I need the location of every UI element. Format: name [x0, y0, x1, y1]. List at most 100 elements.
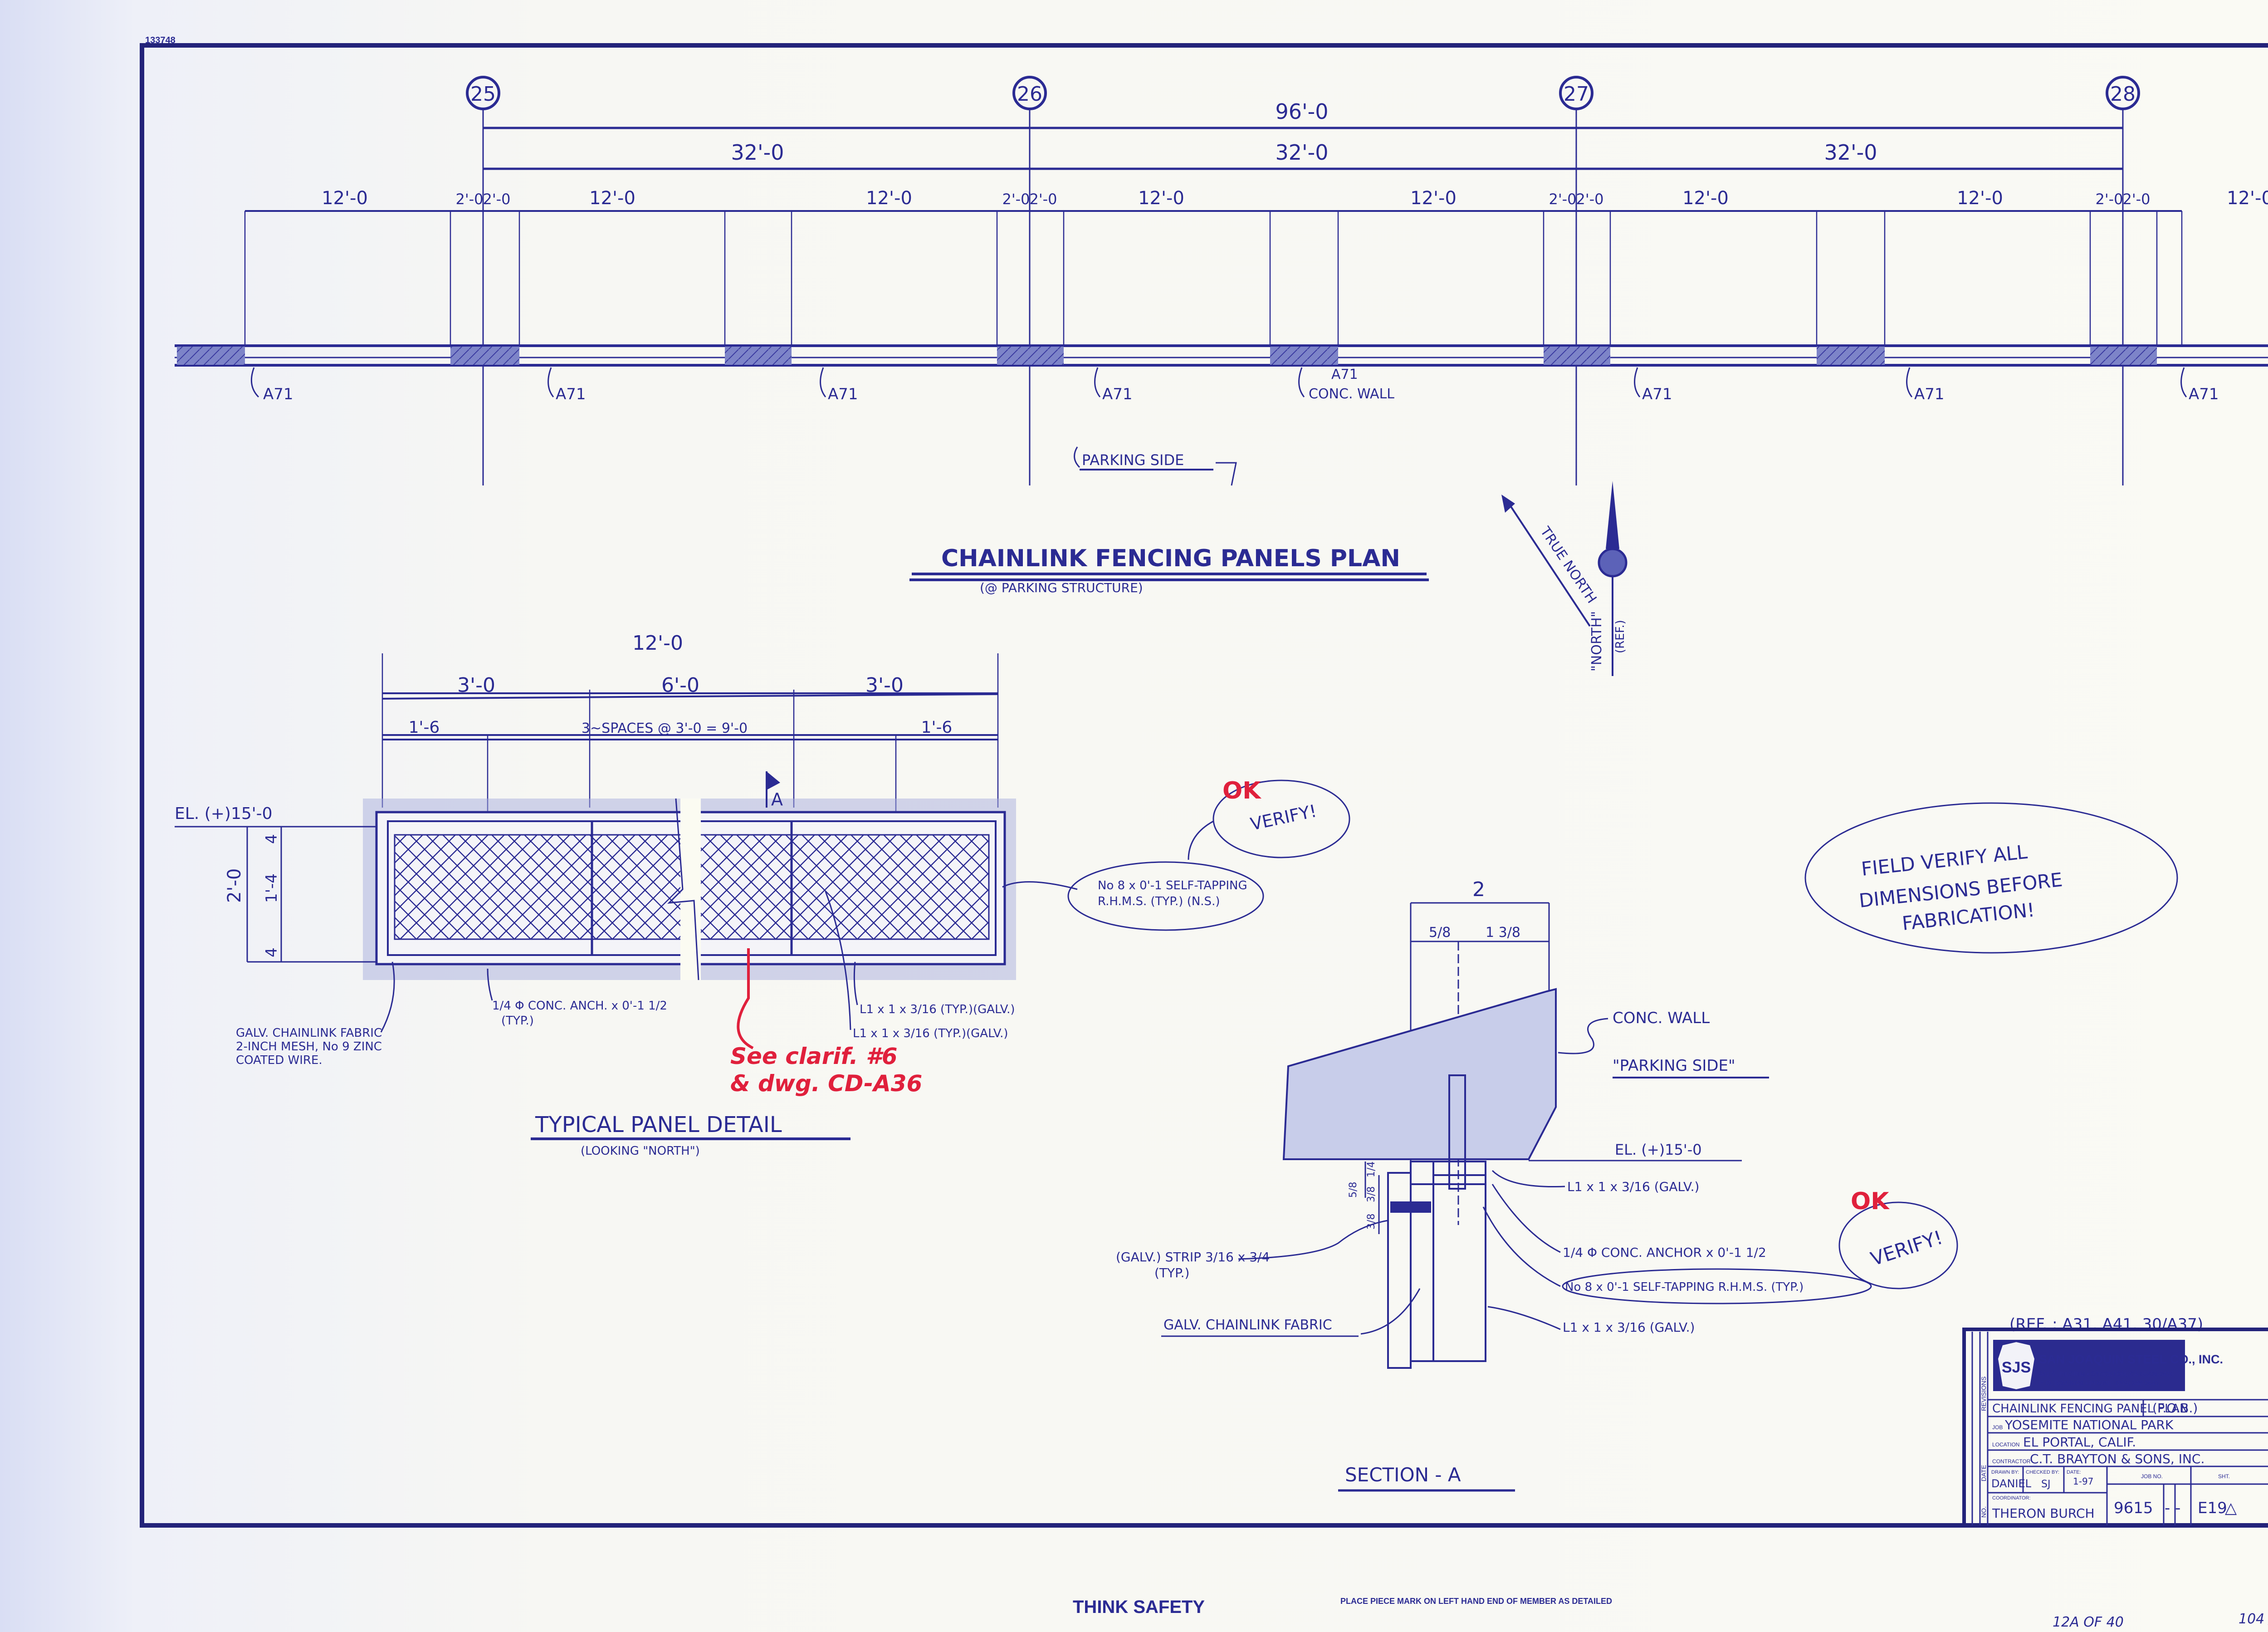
svg-text:12'-0: 12'-0 [322, 188, 368, 209]
fabric-label: GALV. CHAINLINK FABRIC [1163, 1317, 1332, 1333]
svg-text:A71: A71 [556, 385, 586, 403]
svg-text:(TYP.): (TYP.) [1154, 1265, 1189, 1280]
screw-note-bubble: No 8 x 0'-1 SELF-TAPPING R.H.M.S. (TYP.)… [1002, 861, 1264, 931]
svg-text:1/4 Φ CONC. ANCHOR x 0'-1 1/2: 1/4 Φ CONC. ANCHOR x 0'-1 1/2 [1563, 1245, 1766, 1260]
svg-text:(REF.): (REF.) [1613, 620, 1627, 653]
svg-text:PARKING SIDE: PARKING SIDE [1082, 451, 1184, 469]
svg-text:27: 27 [1564, 83, 1589, 106]
svg-text:DRAWN BY:: DRAWN BY: [1991, 1470, 2019, 1475]
svg-text:A71: A71 [263, 385, 293, 403]
svg-text:A71: A71 [2189, 385, 2219, 403]
job-number: 9615 [2114, 1499, 2153, 1517]
plan-view: 25 26 27 28 96'-0 32'-0 32'-0 32'-0 12' [175, 76, 2268, 676]
bay-dim-2: 32'-0 [1275, 140, 1328, 165]
svg-text:GALV. CHAINLINK FABRIC: GALV. CHAINLINK FABRIC [236, 1026, 382, 1040]
plan-title: CHAINLINK FENCING PANELS PLAN [941, 545, 1400, 572]
svg-text:12'-0: 12'-0 [1410, 188, 1457, 209]
company-name: SAN JOAQUIN STEEL CO., INC. [2039, 1353, 2223, 1366]
svg-text:2'-0: 2'-0 [1576, 191, 1603, 208]
bay-dim-1: 32'-0 [731, 140, 784, 165]
svg-text:& dwg. CD-A36: & dwg. CD-A36 [730, 1070, 922, 1097]
svg-text:2'-0: 2'-0 [483, 191, 510, 208]
job-name: YOSEMITE NATIONAL PARK [2004, 1417, 2174, 1432]
svg-text:SJS: SJS [2002, 1359, 2031, 1376]
drawing-suffix: (F.O.B.) [2152, 1401, 2198, 1416]
drawn-by: DANIEL [1991, 1477, 2032, 1490]
svg-text:26: 26 [1017, 83, 1042, 106]
fence-line: L [175, 344, 2268, 367]
drawing-reference: 104 / 41948 [2239, 1611, 2268, 1627]
svg-text:See clarif. #6: See clarif. #6 [730, 1043, 898, 1069]
anchor-note: 1/4 Φ CONC. ANCH. x 0'-1 1/2 (TYP.) [487, 968, 667, 1028]
svg-text:3'-0: 3'-0 [865, 674, 904, 697]
svg-text:A71: A71 [1642, 385, 1672, 403]
svg-text:(TYP.): (TYP.) [501, 1014, 534, 1028]
parking-side-label: PARKING SIDE [1074, 446, 1237, 486]
svg-text:12'-0: 12'-0 [1682, 188, 1729, 209]
svg-text:DATE:: DATE: [2067, 1470, 2081, 1475]
verify-bubble-2: VERIFY! OK [1838, 1188, 1958, 1289]
overall-dimension: 96'-0 [1275, 99, 1328, 124]
sheet-count: 12A OF 40 [2053, 1614, 2124, 1630]
svg-text:A71: A71 [1102, 385, 1133, 403]
svg-text:941 S. PILGRIM • STOCKTON, CA: 941 S. PILGRIM • STOCKTON, CA 95208-0426 [2039, 1370, 2174, 1377]
grid-bubble-28: 28 [2106, 76, 2140, 485]
checked-by: SJ [2041, 1479, 2050, 1490]
svg-text:12'-0: 12'-0 [632, 632, 683, 655]
company-logo [1998, 1342, 2034, 1389]
svg-text:SHT.: SHT. [2218, 1473, 2230, 1480]
field-verify-note: FIELD VERIFY ALL DIMENSIONS BEFORE FABRI… [1804, 802, 2178, 954]
sheet-border [140, 43, 2268, 1528]
svg-text:- -: - - [2165, 1499, 2180, 1517]
sheet-code: 133748 [145, 35, 176, 45]
svg-text:(GALV.) STRIP 3/16 x 3/4: (GALV.) STRIP 3/16 x 3/4 [1116, 1250, 1270, 1264]
north-arrow: TRUE NORTH "NORTH" (REF.) [1501, 481, 1628, 676]
drawing-title: CHAINLINK FENCING PANEL PLAN [1992, 1402, 2188, 1416]
north-ref-label: "NORTH" [1589, 611, 1605, 671]
segment-dimensions: 12'-0 2'-0 2'-0 12'-0 12'-0 2'-0 2'-0 12… [322, 188, 2268, 209]
svg-text:REVISIONS: REVISIONS [1980, 1377, 1987, 1411]
svg-text:2'-0: 2'-0 [224, 868, 245, 903]
bay-dim-3: 32'-0 [1824, 140, 1877, 165]
svg-text:3/8: 3/8 [1366, 1186, 1377, 1202]
svg-text:12'-0: 12'-0 [589, 188, 635, 209]
coordinator-name: THERON BURCH [1992, 1506, 2095, 1521]
svg-text:R.H.M.S. (TYP.) (N.S.): R.H.M.S. (TYP.) (N.S.) [1098, 895, 1220, 908]
svg-text:L1 x 1 x 3/16 (GALV.): L1 x 1 x 3/16 (GALV.) [1567, 1179, 1699, 1194]
section-cut-marker: A [766, 771, 783, 809]
grid-bubble-26: 26 [1012, 76, 1047, 485]
svg-text:2'-0: 2'-0 [455, 191, 483, 208]
svg-text:COORDINATOR:: COORDINATOR: [1992, 1495, 2031, 1501]
revision-triangle: △ [2225, 1499, 2237, 1517]
svg-text:2'-0: 2'-0 [2122, 191, 2150, 208]
svg-text:JOB NO.: JOB NO. [2141, 1473, 2163, 1480]
section-a-title: SECTION - A [1345, 1464, 1461, 1486]
fabric-note: GALV. CHAINLINK FABRIC 2-INCH MESH, No 9… [236, 961, 395, 1067]
panel-detail-title: TYPICAL PANEL DETAIL [535, 1112, 782, 1137]
svg-text:1/4 Φ CONC. ANCH. x 0'-1 1/2: 1/4 Φ CONC. ANCH. x 0'-1 1/2 [492, 999, 667, 1013]
svg-text:NO.: NO. [1980, 1506, 1987, 1518]
svg-text:12'-0: 12'-0 [1138, 188, 1184, 209]
section-notes: L1 x 1 x 3/16 (GALV.) 1/4 Φ CONC. ANCHOR… [1482, 1170, 1872, 1335]
svg-text:2'-0: 2'-0 [1002, 191, 1030, 208]
drawing-date: 1-97 [2073, 1476, 2093, 1487]
piece-mark-note: PLACE PIECE MARK ON LEFT HAND END OF MEM… [1340, 1597, 1612, 1606]
svg-text:No 8 x 0'-1 SELF-TAPPING: No 8 x 0'-1 SELF-TAPPING [1098, 879, 1247, 892]
plan-subtitle: (@ PARKING STRUCTURE) [980, 580, 1143, 595]
svg-text:DATE: DATE [1980, 1465, 1987, 1481]
section-elevation: EL. (+)15'-0 [1615, 1141, 1702, 1158]
svg-text:1 3/8: 1 3/8 [1486, 925, 1520, 941]
svg-text:VERIFY!: VERIFY! [1868, 1226, 1945, 1270]
svg-text:VERIFY!: VERIFY! [1249, 801, 1319, 834]
svg-text:3'-0: 3'-0 [457, 674, 495, 697]
svg-text:1/4: 1/4 [1366, 1162, 1377, 1177]
svg-text:25: 25 [470, 83, 496, 106]
svg-text:No 8 x 0'-1 SELF-TAPPING R.H.M: No 8 x 0'-1 SELF-TAPPING R.H.M.S. (TYP.) [1565, 1280, 1804, 1294]
svg-text:1'-6: 1'-6 [921, 718, 953, 737]
panel-detail-subtitle: (LOOKING "NORTH") [581, 1144, 700, 1158]
job-location: EL PORTAL, CALIF. [2023, 1435, 2136, 1450]
svg-text:12'-0: 12'-0 [866, 188, 912, 209]
svg-text:12'-0: 12'-0 [1957, 188, 2003, 209]
ok-mark-2: OK [1851, 1188, 1890, 1215]
